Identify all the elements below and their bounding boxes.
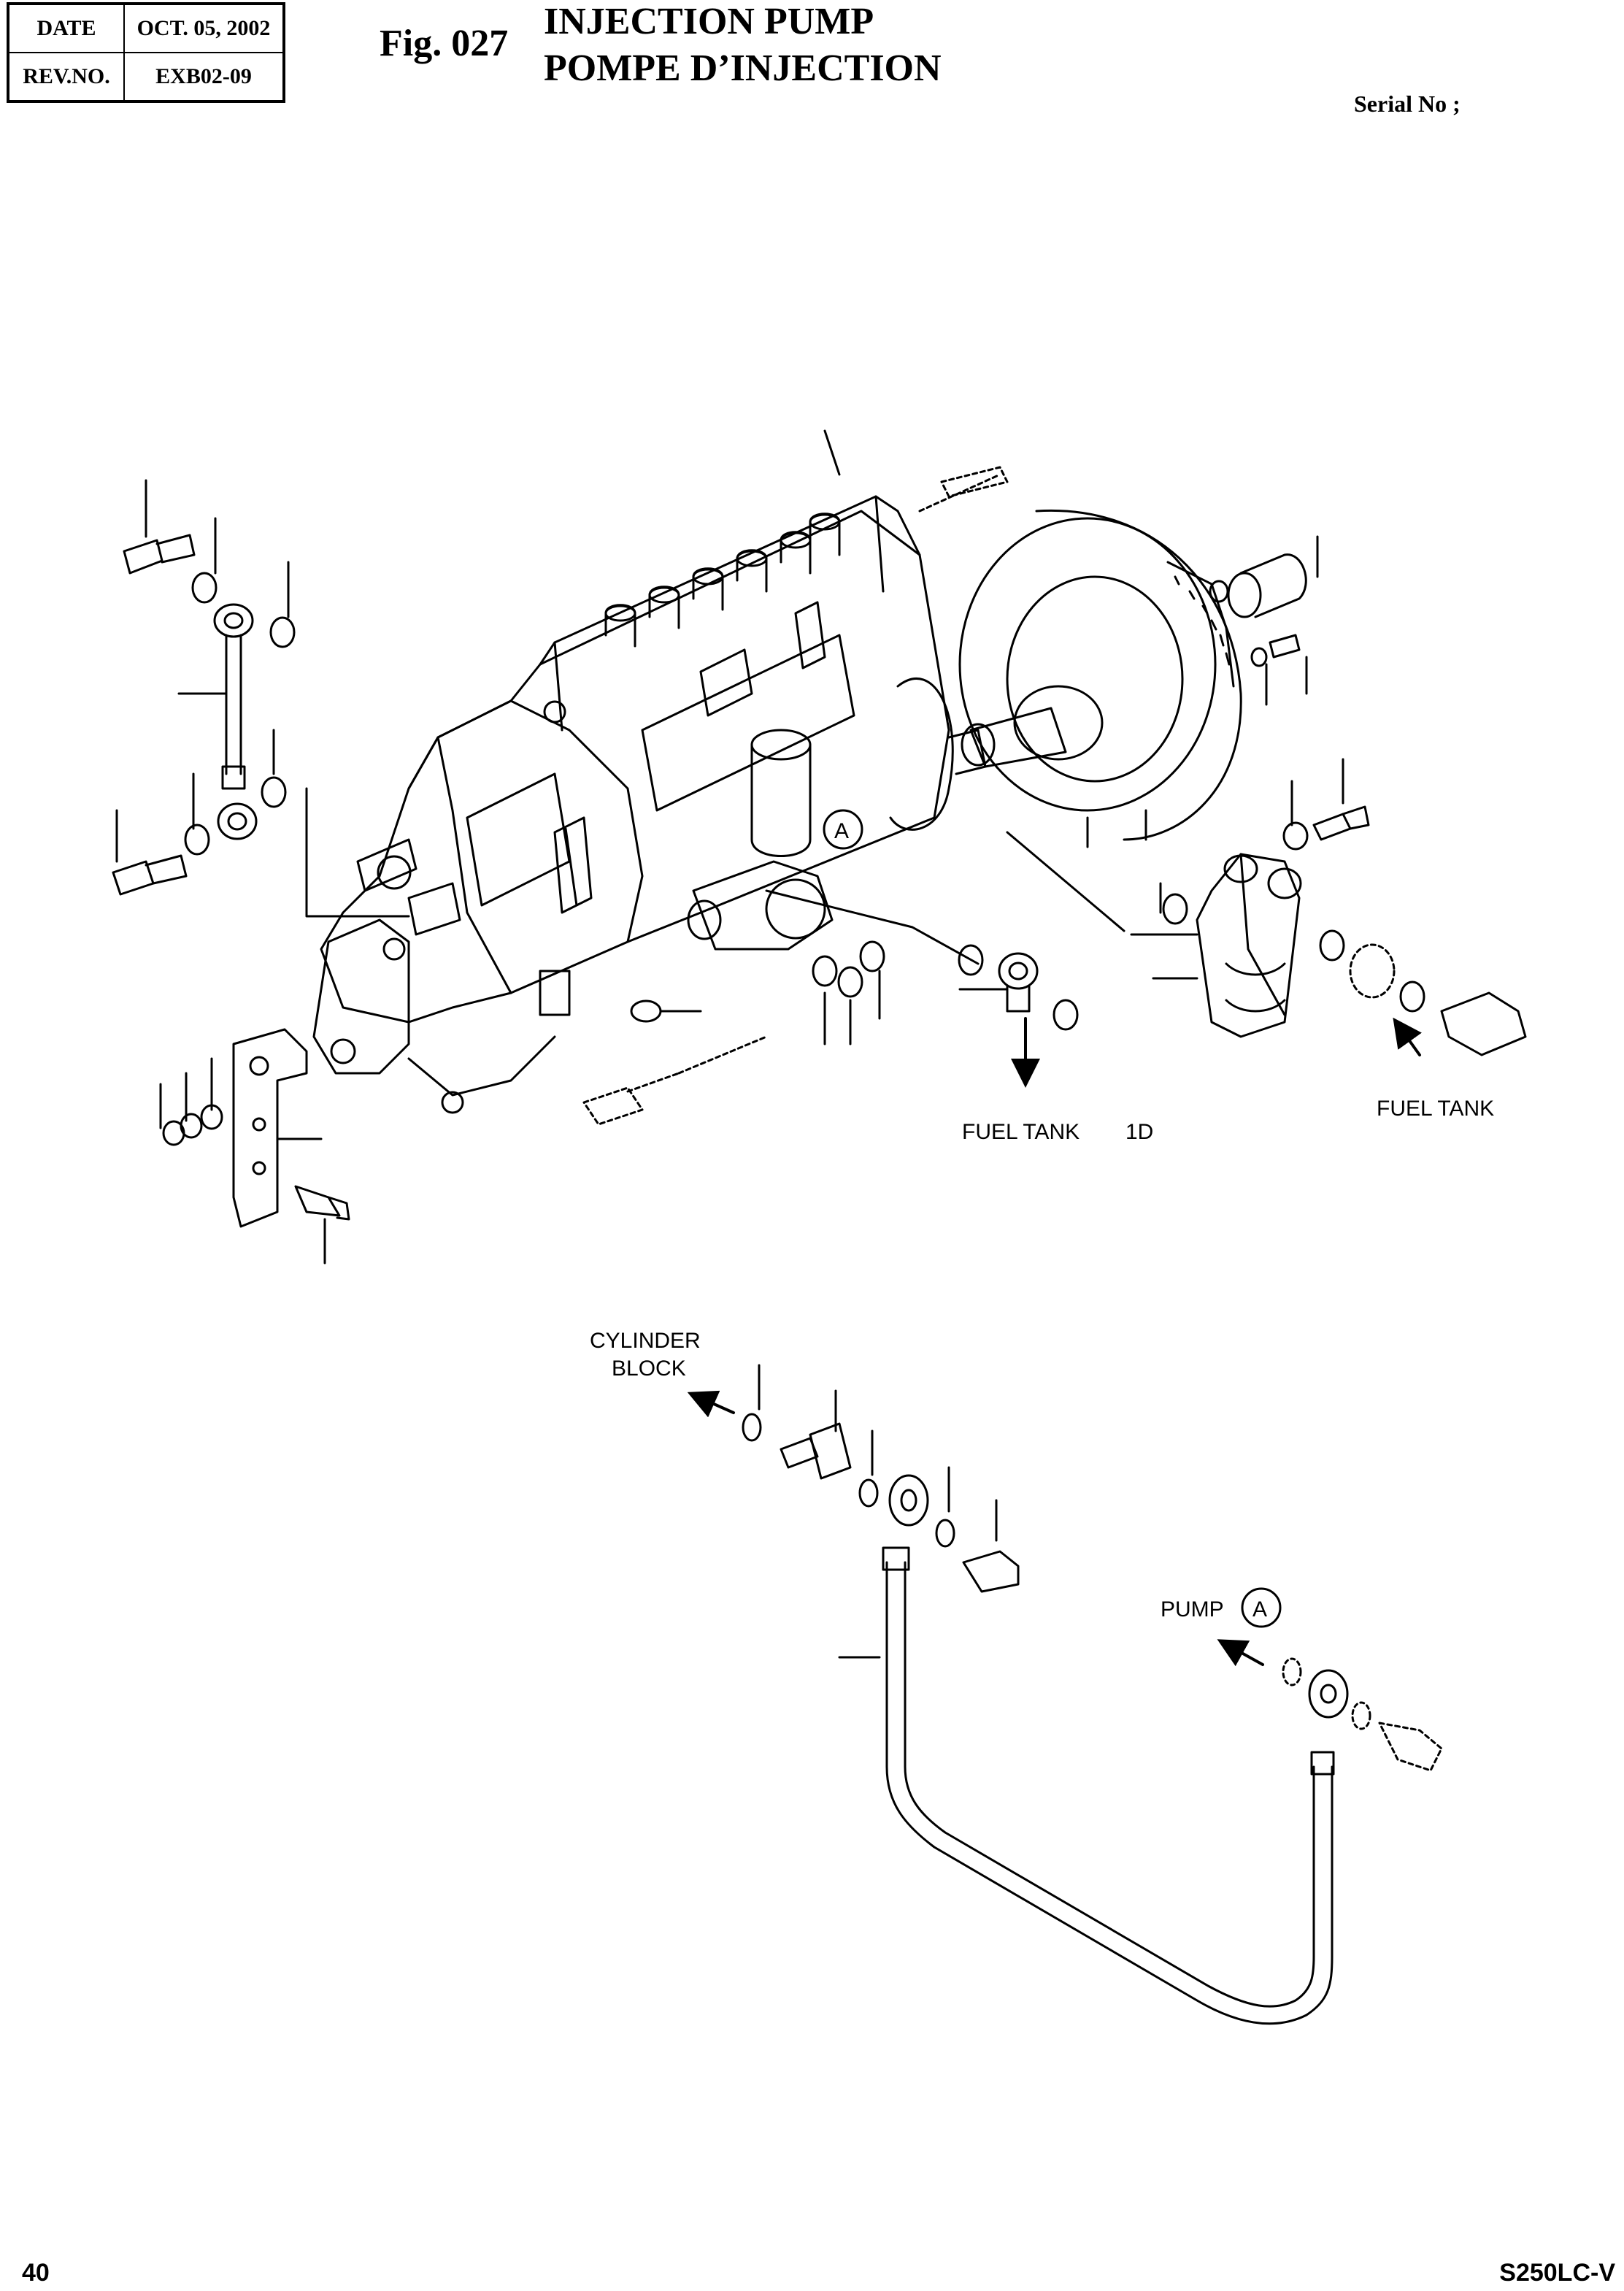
- return-banjo-assembly: [582, 466, 1079, 1126]
- injection-pump-body: [312, 495, 987, 1114]
- fuel-tank-right-label: FUEL TANK: [1377, 1097, 1494, 1121]
- figure-number: Fig. 027: [380, 23, 509, 64]
- ref-a-text: A: [834, 819, 849, 843]
- pump-arrow: [1217, 1639, 1264, 1667]
- revision-table: DATE OCT. 05, 2002 REV.NO. EXB02-09: [7, 2, 285, 103]
- delivery-valve-holders: [604, 513, 841, 648]
- page-number: 40: [22, 2259, 50, 2287]
- fuel-filter-assembly: [1006, 758, 1527, 1056]
- bracket-assembly: [159, 1028, 350, 1265]
- fuel-tank-left-ref: 1D: [1125, 1120, 1153, 1144]
- title-english: INJECTION PUMP: [544, 1, 874, 42]
- drive-gear-assembly: [823, 429, 1319, 848]
- date-label: DATE: [7, 3, 125, 53]
- rev-label: REV.NO.: [7, 52, 125, 102]
- left-pipe-assembly: [112, 479, 410, 918]
- ref-a2-text: A: [1252, 1597, 1267, 1622]
- feed-line-assembly: [742, 1364, 1443, 2025]
- ref-a-marker-pump: A: [823, 809, 863, 850]
- cylinder-block-label-line1: CYLINDER: [590, 1329, 701, 1353]
- pump-label: PUMP: [1161, 1597, 1224, 1622]
- fuel-tank-arrow-right: [1393, 1017, 1422, 1056]
- model-number: S250LC-V: [1499, 2259, 1615, 2287]
- rev-value: EXB02-09: [123, 52, 285, 102]
- fuel-tank-left-label: FUEL TANK: [962, 1120, 1080, 1144]
- title-french: POMPE D’INJECTION: [544, 47, 942, 89]
- date-value: OCT. 05, 2002: [123, 3, 285, 53]
- ref-a-marker-pump-label: A: [1241, 1587, 1282, 1628]
- serial-number-label: Serial No ;: [1354, 91, 1461, 117]
- cylinder-block-label-line2: BLOCK: [612, 1356, 686, 1381]
- cylinder-block-arrow: [687, 1390, 735, 1418]
